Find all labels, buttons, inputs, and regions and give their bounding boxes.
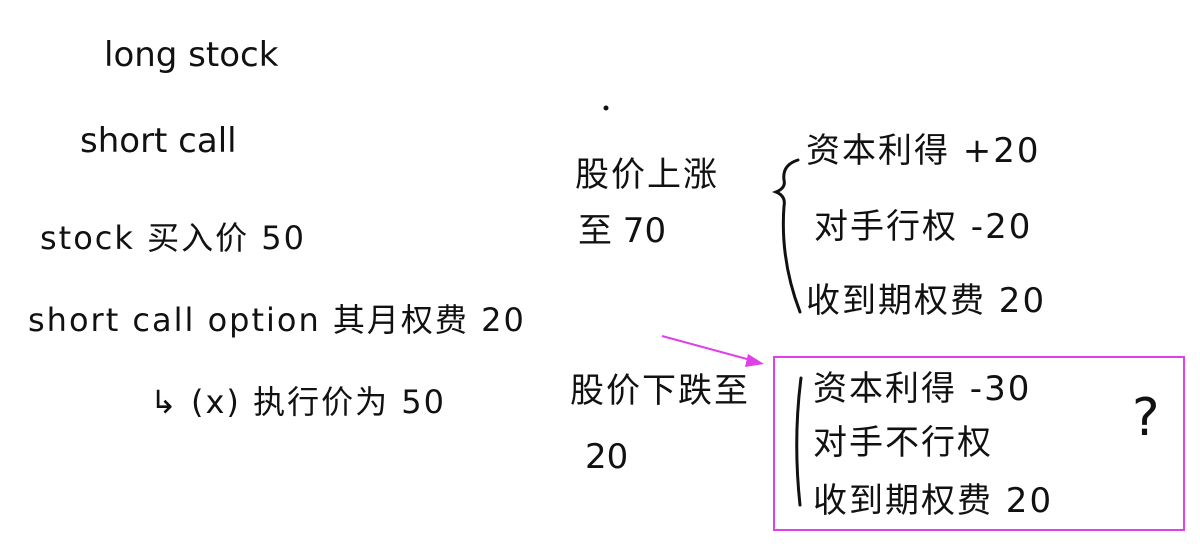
- fall-outcome-capital-loss: 资本利得 -30: [813, 369, 1032, 409]
- rise-outcome-capital-gain: 资本利得 +20: [806, 131, 1041, 171]
- note-stock-buy-price: stock 买入价 50: [40, 219, 306, 257]
- rise-label: 股价上涨: [575, 155, 719, 195]
- pointer-arrow-line: [661, 335, 759, 363]
- note-short-call: short call: [80, 121, 237, 161]
- fall-label: 股价下跌至: [570, 371, 750, 411]
- rise-outcome-exercise: 对手行权 -20: [814, 207, 1033, 247]
- rise-target: 至 70: [578, 211, 667, 251]
- pointer-arrow-head: [745, 354, 764, 367]
- fall-outcome-no-exercise: 对手不行权: [813, 423, 993, 463]
- fall-target: 20: [585, 437, 629, 477]
- note-short-call-premium: short call option 其月权费 20: [28, 301, 526, 339]
- fall-outcomes-highlight: [773, 356, 1185, 531]
- question-mark: ?: [1132, 388, 1160, 448]
- rise-outcome-premium: 收到期权费 20: [806, 281, 1047, 321]
- fall-outcome-premium: 收到期权费 20: [813, 481, 1054, 521]
- note-strike-price: ↳ (x) 执行价为 50: [150, 383, 446, 421]
- note-long-stock: long stock: [104, 35, 279, 75]
- ink-dot: [603, 105, 609, 111]
- rise-brace: [771, 158, 802, 314]
- fall-brace: [795, 376, 803, 507]
